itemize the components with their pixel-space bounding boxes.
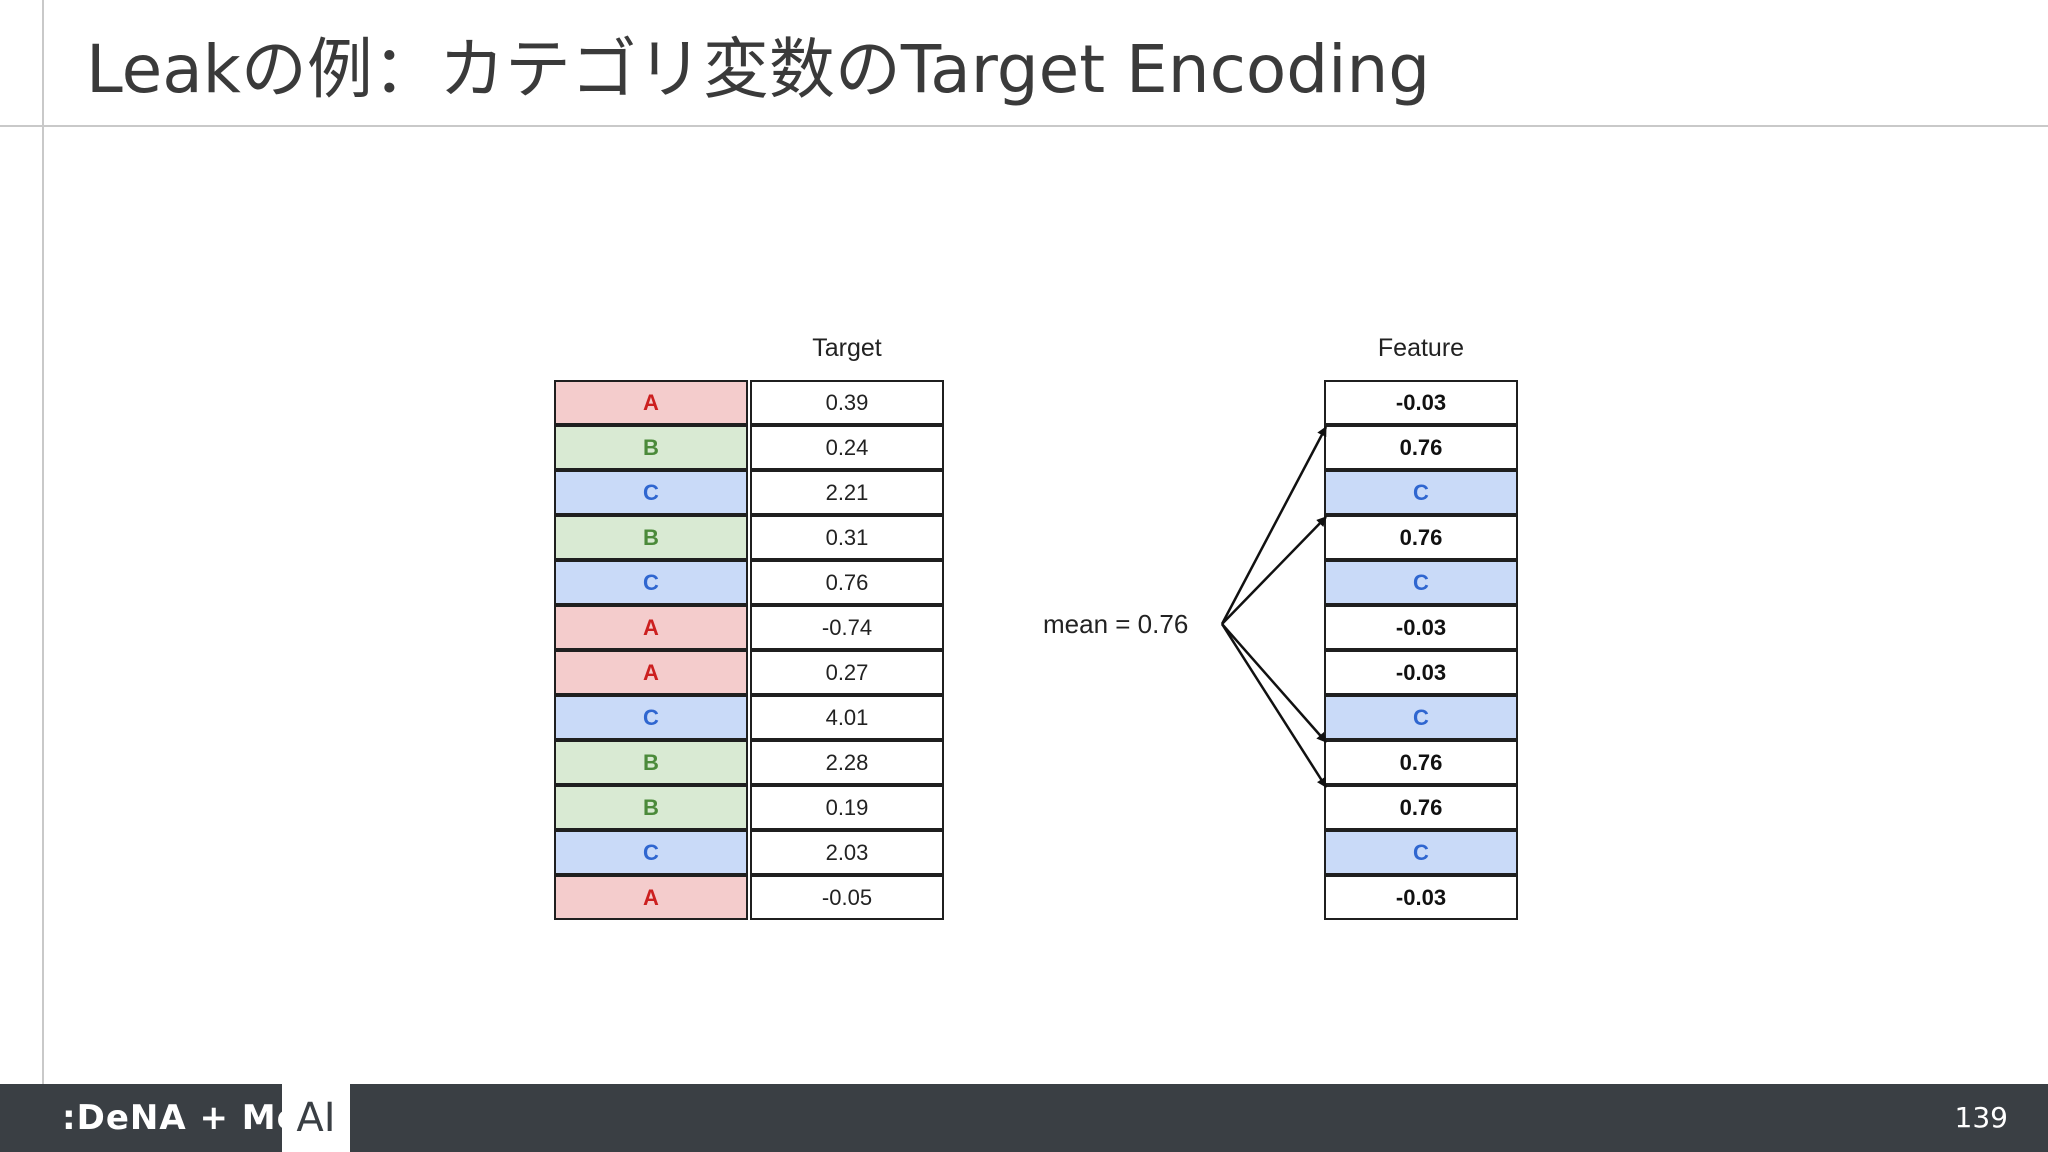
category-cell: B (554, 515, 748, 560)
category-cell: C (554, 830, 748, 875)
feature-cell: C (1324, 560, 1518, 605)
category-cell: B (554, 425, 748, 470)
feature-cell: -0.03 (1324, 380, 1518, 425)
feature-cell: 0.76 (1324, 785, 1518, 830)
target-cell: 0.39 (750, 380, 944, 425)
target-cell: 2.28 (750, 740, 944, 785)
category-cell: A (554, 380, 748, 425)
target-cell: 0.19 (750, 785, 944, 830)
slide-title: Leakの例：カテゴリ変数のTarget Encoding (86, 31, 1431, 108)
feature-cell: -0.03 (1324, 650, 1518, 695)
category-cell: B (554, 785, 748, 830)
target-cell: -0.74 (750, 605, 944, 650)
feature-cell: C (1324, 695, 1518, 740)
mean-arrow (1221, 516, 1327, 625)
target-cell: 0.24 (750, 425, 944, 470)
target-cell: 2.21 (750, 470, 944, 515)
category-cell: A (554, 605, 748, 650)
feature-cell: 0.76 (1324, 515, 1518, 560)
mean-arrows (1220, 426, 1328, 788)
mean-label: mean = 0.76 (1043, 609, 1189, 639)
category-cell: C (554, 695, 748, 740)
left-vertical-rule (42, 0, 44, 1084)
target-cell: -0.05 (750, 875, 944, 920)
mean-arrow (1221, 623, 1327, 743)
category-cell: B (554, 740, 748, 785)
ai-logo: AI (282, 1084, 350, 1152)
feature-cell: C (1324, 830, 1518, 875)
target-column-header: Target (812, 334, 882, 362)
footer-bar: :DeNA + MoT AI 139 (0, 1084, 2048, 1152)
category-cell: C (554, 470, 748, 515)
target-cell: 0.27 (750, 650, 944, 695)
target-cell: 0.31 (750, 515, 944, 560)
feature-cell: -0.03 (1324, 605, 1518, 650)
mean-arrow (1220, 426, 1328, 625)
category-cell: A (554, 875, 748, 920)
category-cell: A (554, 650, 748, 695)
target-cell: 4.01 (750, 695, 944, 740)
feature-cell: -0.03 (1324, 875, 1518, 920)
title-divider (0, 125, 2048, 127)
target-cell: 0.76 (750, 560, 944, 605)
feature-cell: 0.76 (1324, 740, 1518, 785)
feature-cell: C (1324, 470, 1518, 515)
feature-column-header: Feature (1377, 334, 1465, 362)
feature-cell: 0.76 (1324, 425, 1518, 470)
target-cell: 2.03 (750, 830, 944, 875)
brand-logo: :DeNA + MoT (62, 1098, 326, 1138)
page-number: 139 (1954, 1101, 2008, 1134)
category-cell: C (554, 560, 748, 605)
mean-arrow (1220, 623, 1328, 788)
